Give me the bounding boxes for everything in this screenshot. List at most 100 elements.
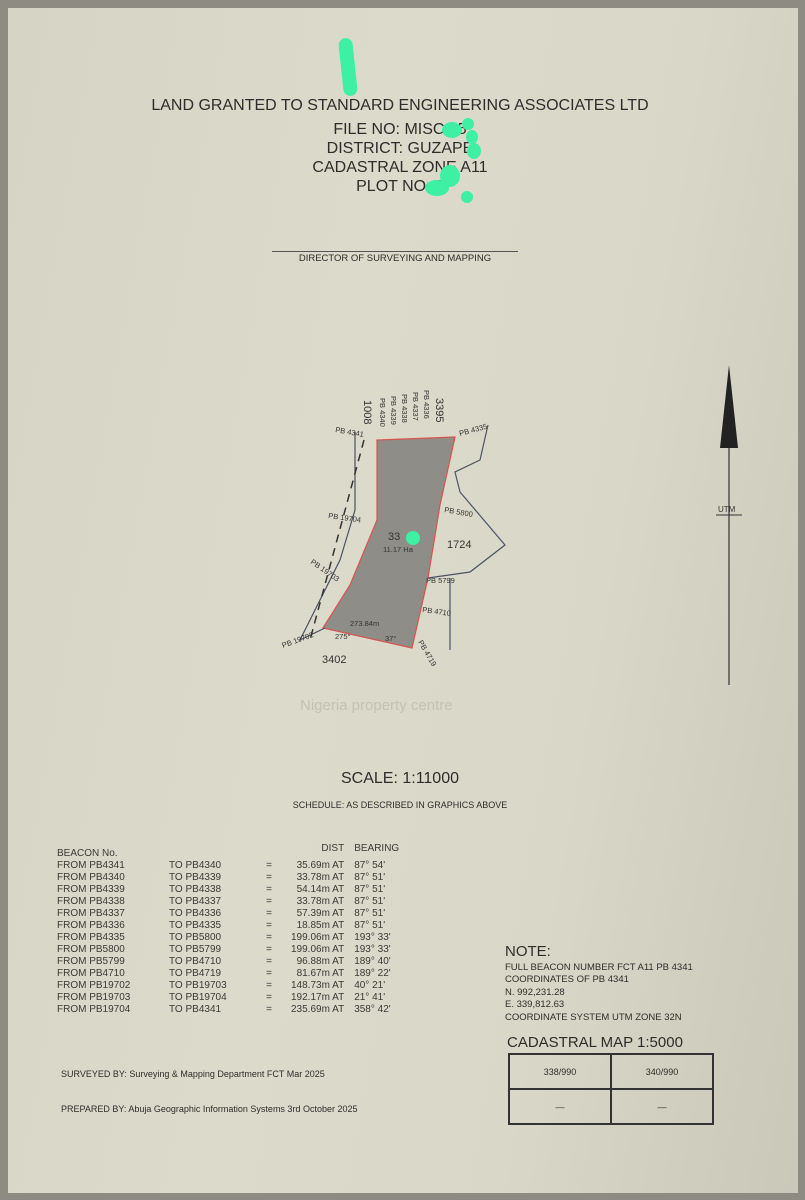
to-beacon: TO PB4335 [169,920,222,931]
bearing: 87° 51' [354,908,386,919]
header-dist: DIST [321,843,345,854]
schedule-note: SCHEDULE: AS DESCRIBED IN GRAPHICS ABOVE [292,800,508,810]
surveyed-by: SURVEYED BY: Surveying & Mapping Departm… [61,1069,325,1079]
watermark: Nigeria property centre [300,697,453,714]
distance: 199.06m AT [291,944,345,955]
distance-label: 273.84m [350,619,379,628]
to-beacon: TO PB5800 [169,932,222,943]
map-label: PB 4710 [422,605,452,618]
distance: 35.69m AT [296,860,345,871]
road-centerline [309,439,365,641]
redaction-mark [467,143,481,159]
from-beacon: FROM PB19703 [57,992,131,1003]
signatory-label: DIRECTOR OF SURVEYING AND MAPPING [298,253,492,264]
distance: 148.73m AT [291,980,345,991]
distance: 33.78m AT [296,896,345,907]
to-beacon: TO PB19703 [169,980,227,991]
redaction-mark [425,180,449,196]
to-beacon: TO PB4340 [169,860,222,871]
sheet-cell: 338/990 [509,1054,611,1089]
distance: 18.85m AT [296,920,345,931]
plot-area-label: 11.17 Ha [383,545,414,554]
plot-number: PLOT NO: 3 [356,178,444,195]
redaction-mark [406,531,420,545]
grant-title: LAND GRANTED TO STANDARD ENGINEERING ASS… [151,97,649,114]
to-beacon: TO PB4338 [169,884,222,895]
map-label: PB 19703 [309,557,341,583]
utm-label: UTM [718,505,736,514]
from-beacon: FROM PB5800 [57,944,125,955]
to-beacon: TO PB4339 [169,872,222,883]
header-bearing: BEARING [354,843,400,854]
to-beacon: TO PB4719 [169,968,222,979]
bearing: 193° 33' [354,944,391,955]
redaction-mark [461,191,473,203]
from-beacon: FROM PB4337 [57,908,125,919]
note-line: FULL BEACON NUMBER FCT A11 PB 4341 [505,962,693,973]
bearing-label: 275° [335,632,351,641]
distance: 192.17m AT [291,992,345,1003]
equals: = [266,932,272,943]
to-beacon: TO PB4336 [169,908,222,919]
from-beacon: FROM PB4339 [57,884,125,895]
redaction-mark [462,118,474,130]
from-beacon: FROM PB4338 [57,896,125,907]
map-label: 3395 [433,398,445,422]
cadastral-map-title: CADASTRAL MAP 1:5000 [507,1034,683,1051]
distance: 235.69m AT [291,1004,345,1015]
equals: = [266,968,272,979]
equals: = [266,992,272,1003]
map-label: PB 4335 [458,422,488,438]
neighbor-boundary-1724 [427,424,506,579]
bearing: 189° 40' [354,956,391,967]
to-beacon: TO PB19704 [169,992,227,1003]
from-beacon: FROM PB4340 [57,872,125,883]
equals: = [266,896,272,907]
plot-polygon [322,436,456,649]
sheet-cell: — [509,1089,611,1124]
road-boundary [298,432,356,642]
redaction-mark [466,130,478,144]
to-beacon: TO PB5799 [169,944,222,955]
sheet-cell: — [611,1089,713,1124]
equals: = [266,956,272,967]
equals: = [266,908,272,919]
map-label: PB 4341 [335,425,365,439]
from-beacon: FROM PB4710 [57,968,125,979]
equals: = [266,1004,272,1015]
table-header: BEACON No. DIST BEARING [57,838,403,860]
prepared-by: PREPARED BY: Abuja Geographic Informatio… [61,1104,358,1114]
note-title: NOTE: [505,943,551,960]
map-label: PB 4336 [422,390,431,419]
note-line: N. 992,231.28 [505,986,565,998]
equals: = [266,884,272,895]
header-beacon: BEACON No. [57,848,118,859]
sheet-cell: 340/990 [611,1054,713,1089]
equals: = [266,860,272,871]
from-beacon: FROM PB4335 [57,932,125,943]
scale-label: SCALE: 1:11000 [340,770,459,787]
from-beacon: FROM PB4336 [57,920,125,931]
distance: 199.06m AT [291,932,345,943]
redaction-mark [442,122,462,138]
to-beacon: TO PB4341 [169,1004,222,1015]
distance: 33.78m AT [296,872,345,883]
distance: 57.39m AT [296,908,345,919]
bearing: 87° 51' [354,884,386,895]
to-beacon: TO PB4710 [169,956,222,967]
map-label: PB 5800 [444,505,474,519]
district: DISTRICT: GUZAPE [326,140,474,157]
to-beacon: TO PB4337 [169,896,222,907]
bearing: 40° 21' [354,980,386,991]
